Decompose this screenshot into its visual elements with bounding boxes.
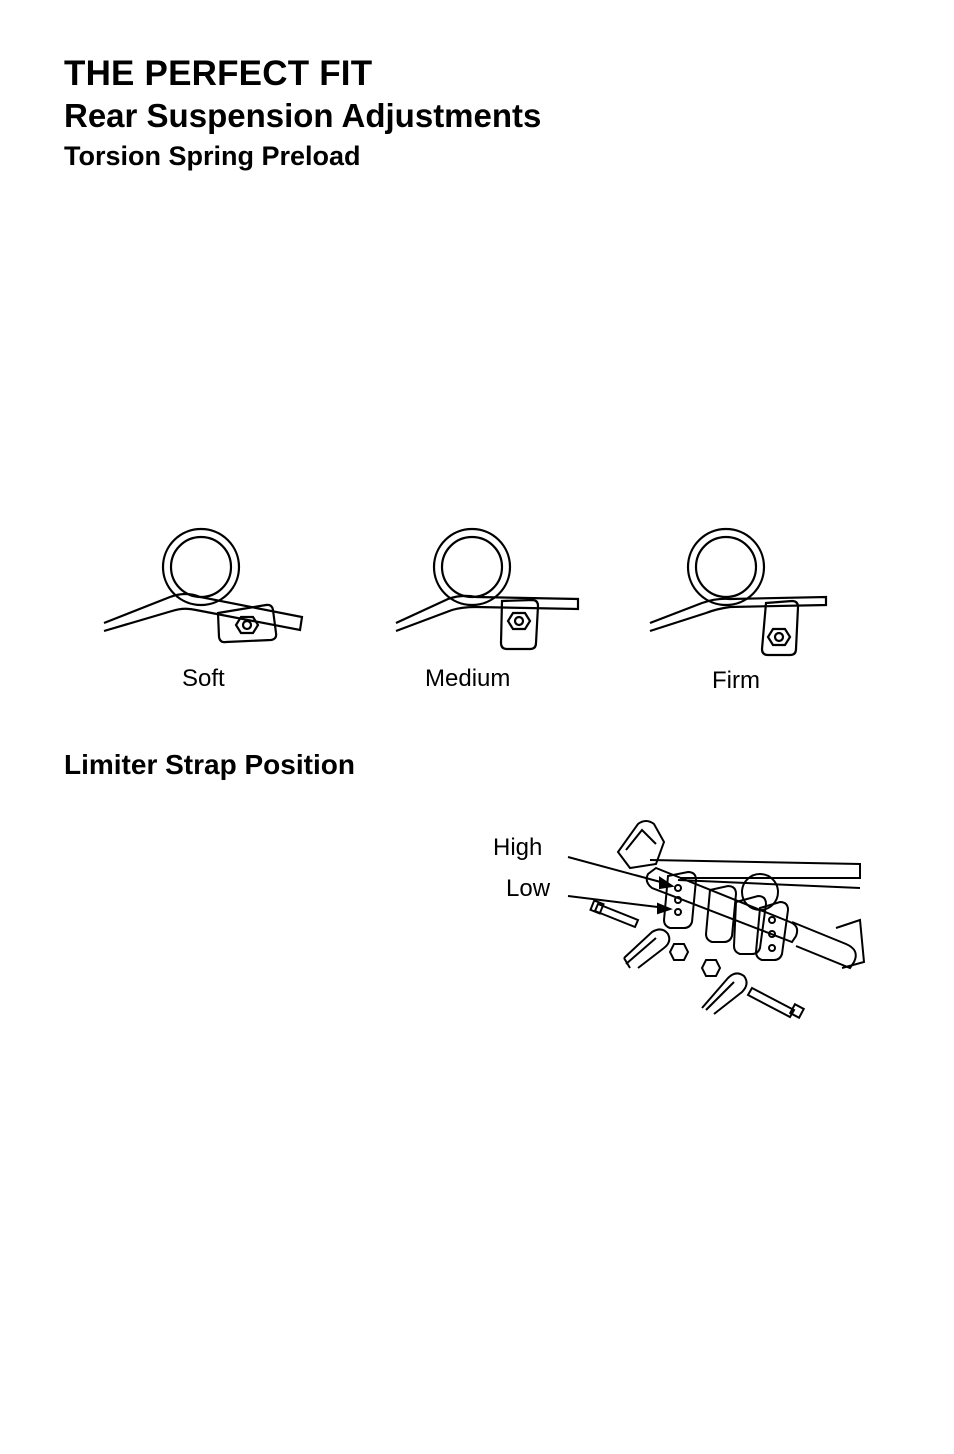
spring-caption-soft: Soft — [182, 665, 225, 692]
limiter-strap-illustration — [560, 812, 865, 1024]
page-title: THE PERFECT FIT — [64, 54, 373, 93]
spring-caption-firm: Firm — [712, 667, 760, 694]
spring-medium-illustration — [392, 525, 587, 660]
spring-soft-illustration — [100, 525, 310, 650]
section-title: Rear Suspension Adjustments — [64, 97, 542, 134]
callout-high: High — [493, 834, 543, 861]
spring-firm-illustration — [646, 525, 836, 665]
torsion-heading: Torsion Spring Preload — [64, 141, 361, 171]
callout-low: Low — [506, 875, 551, 902]
spring-caption-medium: Medium — [425, 665, 511, 692]
limiter-heading: Limiter Strap Position — [64, 749, 355, 780]
